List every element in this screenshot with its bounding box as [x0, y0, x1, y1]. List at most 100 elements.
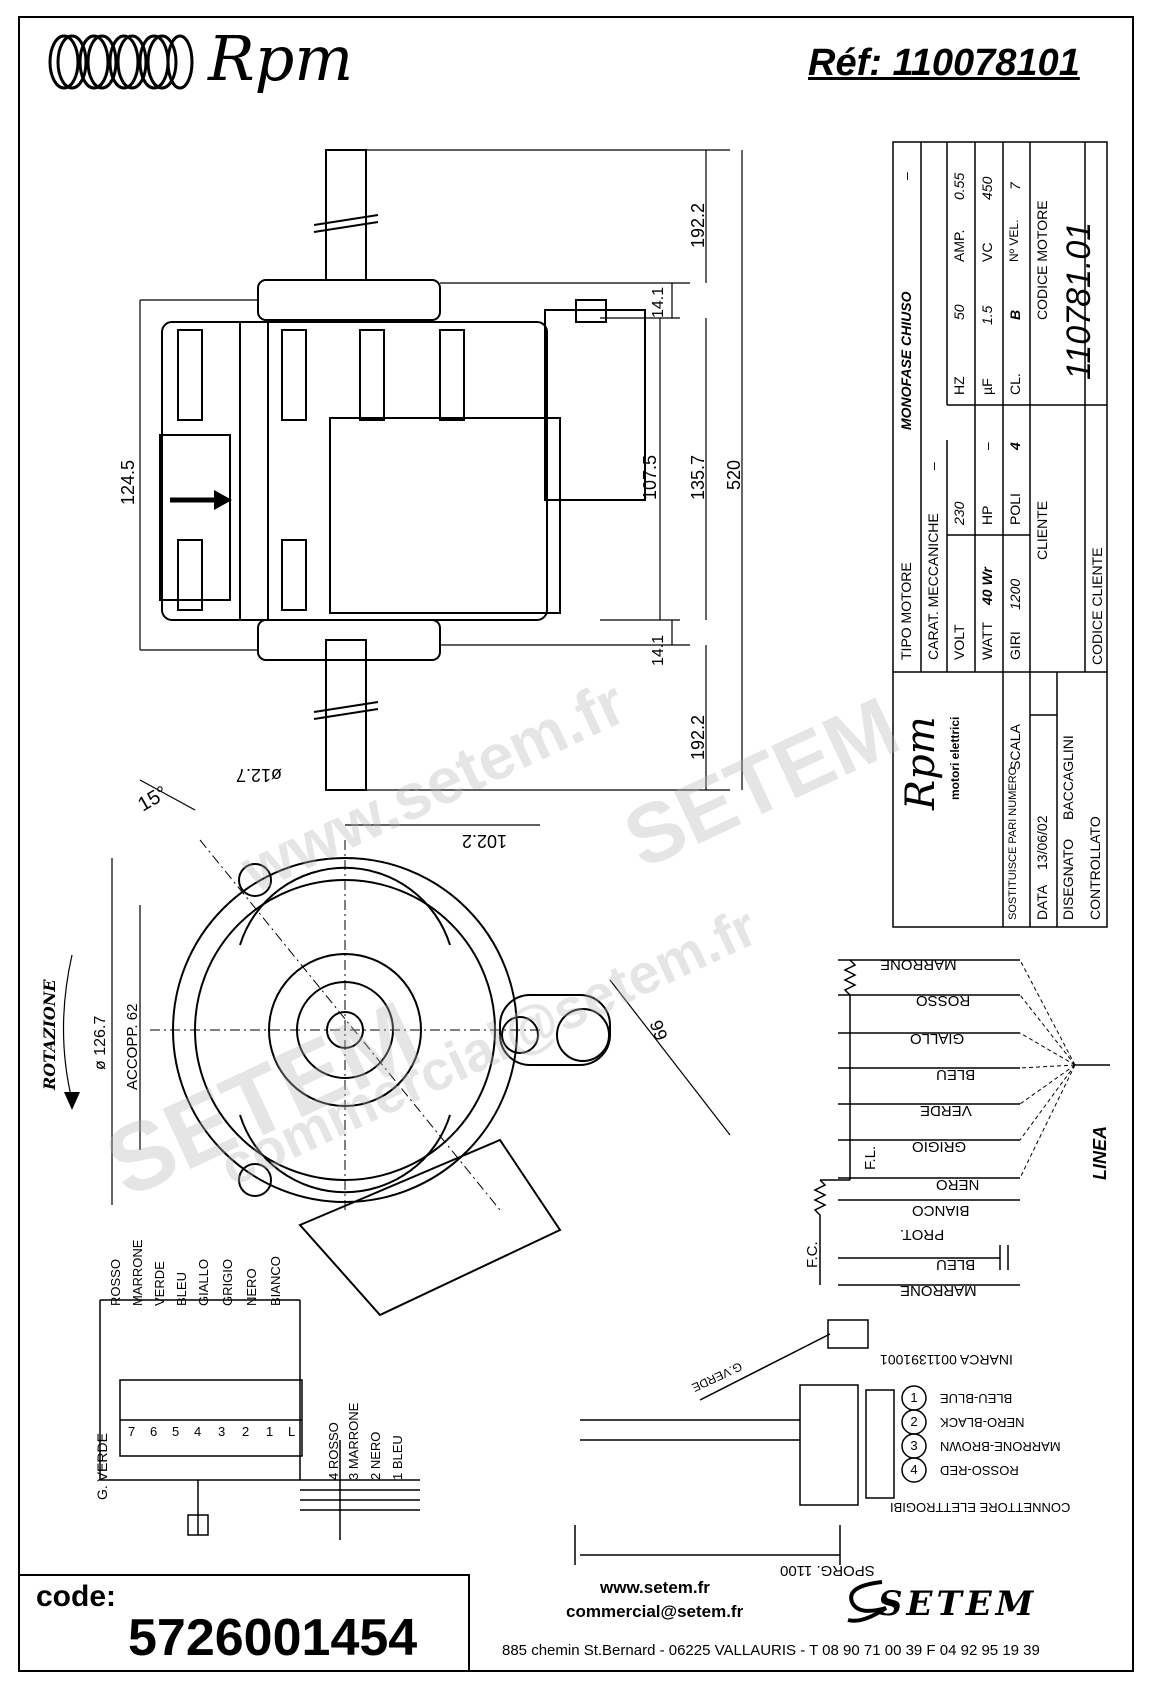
wire-label-giallo: GIALLO	[910, 1030, 965, 1047]
wire-label-marrone-top: MARRONE	[880, 956, 957, 973]
fl-label: F.L.	[862, 1145, 879, 1170]
nvel-value: 7	[1007, 182, 1023, 190]
dim-14-top: 14.1	[650, 286, 667, 318]
terminal-number-7: 7	[128, 1424, 136, 1439]
linea-label: LINEA	[1090, 1126, 1110, 1180]
wire-label-marrone-bottom: MARRONE	[900, 1282, 977, 1299]
dim-14-bottom: 14.1	[650, 634, 667, 666]
tipo-motore-value: MONOFASE CHIUSO	[898, 291, 914, 430]
pin-label-nero: NERO-BLACK	[940, 1415, 1025, 1430]
prot-label: PROT.	[900, 1226, 945, 1243]
dim-107: 107.5	[640, 454, 660, 500]
reference-number: Réf: 110078101	[808, 42, 1080, 84]
footer-email[interactable]: commercial@setem.fr	[566, 1602, 744, 1621]
volt-value: 230	[951, 501, 967, 525]
rotation-label: ROTAZIONE	[40, 979, 59, 1090]
dim-135: 135.7	[688, 454, 708, 500]
dim-124: 124.5	[118, 459, 138, 505]
vc-label: VC	[979, 242, 995, 262]
nvel-label: Nº VEL.	[1007, 219, 1021, 262]
rpm-coil-logo	[44, 28, 196, 101]
uf-value: 1.5	[979, 305, 995, 325]
lower-wire-marrone: 3 MARRONE	[346, 1402, 361, 1480]
term-wire-marrone: MARRONE	[130, 1239, 145, 1306]
data-value: 13/06/02	[1034, 815, 1050, 871]
codice-cliente-label: CODICE CLIENTE	[1089, 547, 1105, 665]
term-wire-giallo: GIALLO	[196, 1259, 211, 1306]
lower-wire-rosso: 4 ROSSO	[326, 1422, 341, 1480]
data-label: DATA	[1034, 884, 1050, 920]
cliente-label: CLIENTE	[1034, 500, 1050, 560]
term-wire-rosso: ROSSO	[108, 1259, 123, 1306]
watt-value: 40 Wr	[979, 567, 995, 605]
term-wire-nero: NERO	[244, 1268, 259, 1306]
dim-126: ø 126.7	[92, 1015, 109, 1070]
terminal-number-l: L	[288, 1424, 296, 1439]
volt-label: VOLT	[951, 624, 967, 660]
drawing-frame	[18, 16, 1134, 1672]
sostituisce-label: SOSTITUISCE PARI NUMERO	[1007, 766, 1019, 920]
cl-value: B	[1007, 309, 1023, 320]
fc-label: F.C.	[804, 1241, 821, 1268]
giri-label: GIRI	[1007, 631, 1023, 660]
code-box: code: 5726001454	[18, 1574, 470, 1672]
wire-label-bleu-bottom: BLEU	[936, 1256, 976, 1273]
footer-address: 885 chemin St.Bernard - 06225 VALLAURIS …	[502, 1642, 1040, 1659]
term-wire-bleu: BLEU	[174, 1272, 189, 1306]
footer-web[interactable]: www.setem.fr	[600, 1578, 710, 1597]
code-value: 5726001454	[128, 1609, 418, 1667]
dim-192-top: 192.2	[688, 202, 708, 248]
disegnato-value: BACCAGLINI	[1060, 735, 1076, 820]
vc-value: 450	[979, 176, 995, 200]
terminal-number-6: 6	[150, 1424, 158, 1439]
terminal-number-3: 3	[218, 1424, 226, 1439]
hz-label: HZ	[951, 376, 967, 395]
poli-label: POLI	[1007, 493, 1023, 525]
scala-label: SCALA	[1007, 724, 1023, 770]
dim-accopp: ACCOPP. 62	[124, 1003, 141, 1090]
svg-text:2: 2	[910, 1414, 917, 1429]
brand-logo-text: Rpm	[208, 22, 354, 95]
terminal-number-1: 1	[266, 1424, 274, 1439]
setem-logo-text: SETEM	[878, 1584, 1038, 1624]
svg-text:1: 1	[910, 1390, 917, 1405]
carat-label: CARAT. MECCANICHE	[925, 513, 941, 660]
cl-label: CL.	[1007, 373, 1023, 395]
hz-value: 50	[951, 304, 967, 320]
wire-label-rosso: ROSSO	[916, 992, 971, 1009]
term-wire-bianco: BIANCO	[268, 1256, 283, 1306]
title-block-company: Rpm	[898, 716, 944, 810]
amp-label: AMP.	[951, 229, 967, 262]
lower-wire-nero: 2 NERO	[368, 1431, 383, 1480]
terminal-number-5: 5	[172, 1424, 180, 1439]
dim-102: 102.2	[462, 831, 508, 851]
watt-label: WATT	[979, 621, 995, 660]
term-wire-grigio: GRIGIO	[220, 1259, 235, 1306]
carat-value: –	[925, 462, 941, 470]
wire-label-verde: VERDE	[920, 1102, 972, 1119]
wire-label-bleu: BLEU	[936, 1066, 976, 1083]
svg-text:3: 3	[910, 1438, 917, 1453]
inarca-label: INARCA 0011391001	[880, 1352, 1013, 1368]
term-wire-verde: VERDE	[152, 1261, 167, 1306]
pin-label-marrone: MARRONE-BROWN	[940, 1439, 1061, 1454]
hp-label: HP	[979, 505, 995, 525]
code-label: code:	[36, 1580, 117, 1613]
pin-label-rosso: ROSSO-RED	[940, 1463, 1019, 1478]
top-dash: –	[898, 172, 914, 180]
title-block-company-sub: motori elettrici	[948, 716, 962, 800]
setem-swirl-icon	[842, 1576, 892, 1633]
hp-value: –	[979, 442, 995, 450]
pin-label-bleu: BLEU-BLUE	[940, 1391, 1013, 1406]
controllato-label: CONTROLLATO	[1087, 816, 1103, 920]
dim-520: 520	[724, 459, 744, 490]
codice-motore-value: 110781.01	[1060, 221, 1098, 380]
amp-value: 0.55	[951, 172, 967, 200]
tipo-motore-label: TIPO MOTORE	[898, 562, 914, 660]
wire-label-grigio: GRIGIO	[912, 1138, 967, 1155]
codice-motore-label: CODICE MOTORE	[1034, 200, 1050, 320]
dim-shaft-dia: ø12.7	[236, 765, 283, 785]
dim-192-bottom: 192.2	[688, 714, 708, 760]
giri-value: 1200	[1007, 578, 1023, 610]
gverde-terminal-label: G. VERDE	[94, 1433, 110, 1500]
